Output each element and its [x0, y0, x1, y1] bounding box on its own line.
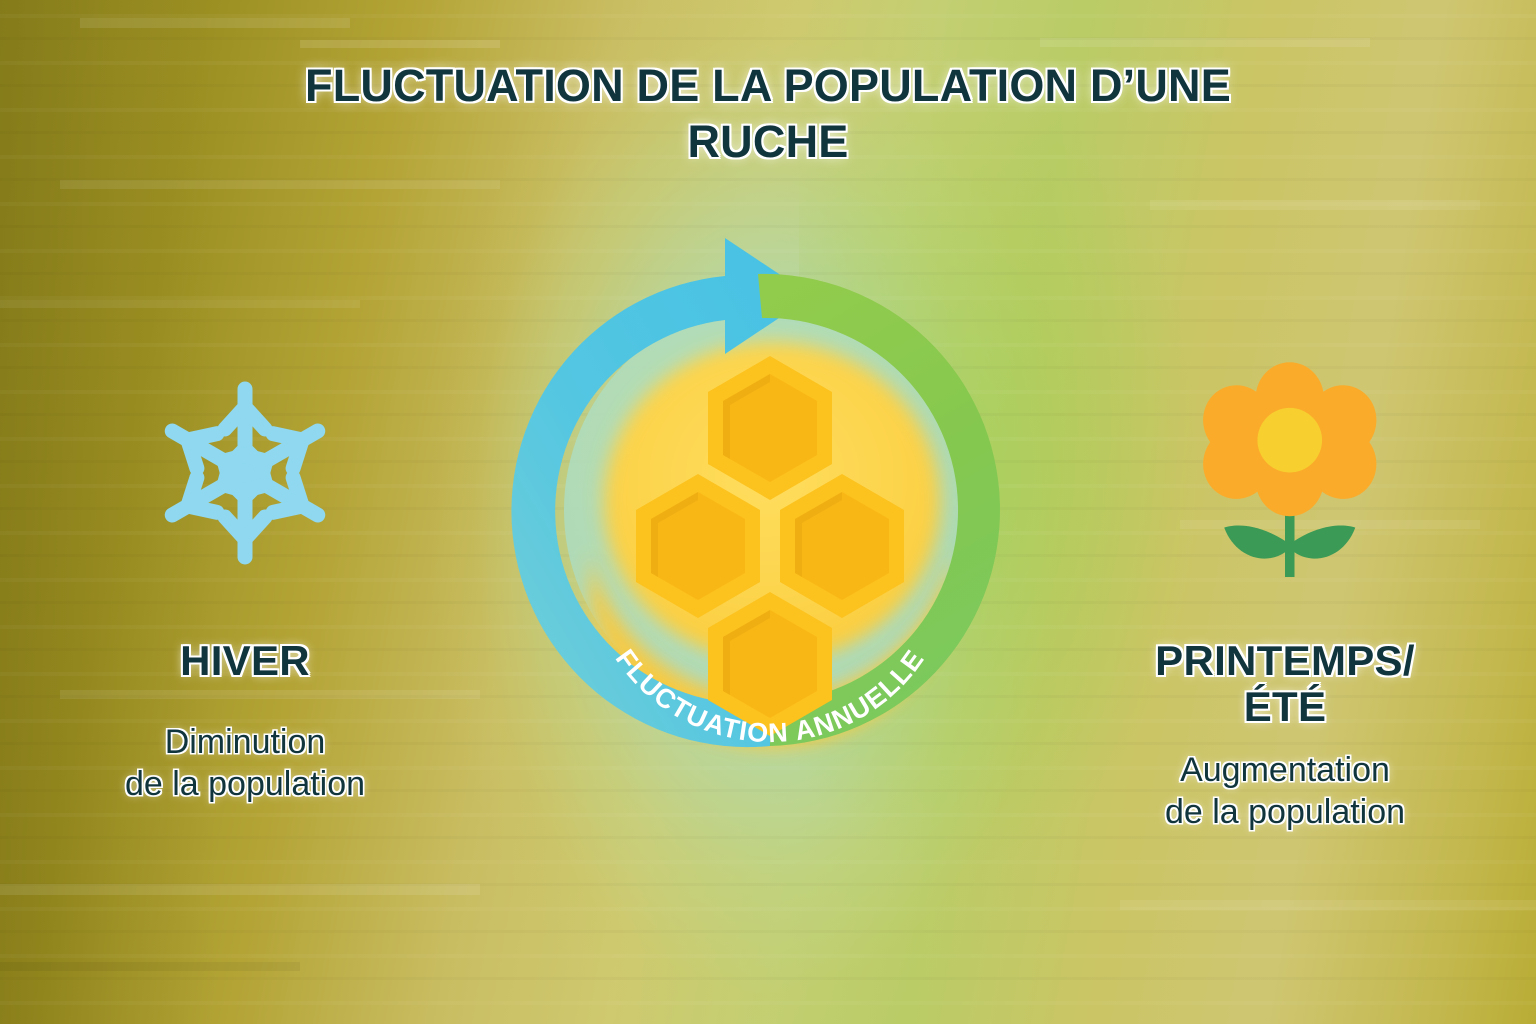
- left-season-label: HIVER: [180, 637, 310, 684]
- annual-cycle-diagram: FLUCTUATION ANNUELLE: [440, 200, 1100, 820]
- right-season-block: PRINTEMPS/ ÉTÉ Augmentation de la popula…: [1050, 355, 1520, 833]
- snowflake-icon: [10, 355, 480, 590]
- right-season-label: PRINTEMPS/ ÉTÉ: [1155, 637, 1415, 731]
- right-season-description: Augmentation de la population: [1164, 751, 1406, 831]
- honeycomb-icon: [636, 356, 904, 736]
- page-title: FLUCTUATION DE LA POPULATION D’UNE RUCHE: [305, 60, 1231, 167]
- left-season-description: Diminution de la population: [124, 723, 366, 803]
- cycle-arrow-warm: [758, 273, 1000, 746]
- flower-icon: [1050, 355, 1520, 590]
- left-season-block: HIVER Diminution de la population: [10, 355, 480, 805]
- cycle-arrow-cold: [511, 238, 812, 748]
